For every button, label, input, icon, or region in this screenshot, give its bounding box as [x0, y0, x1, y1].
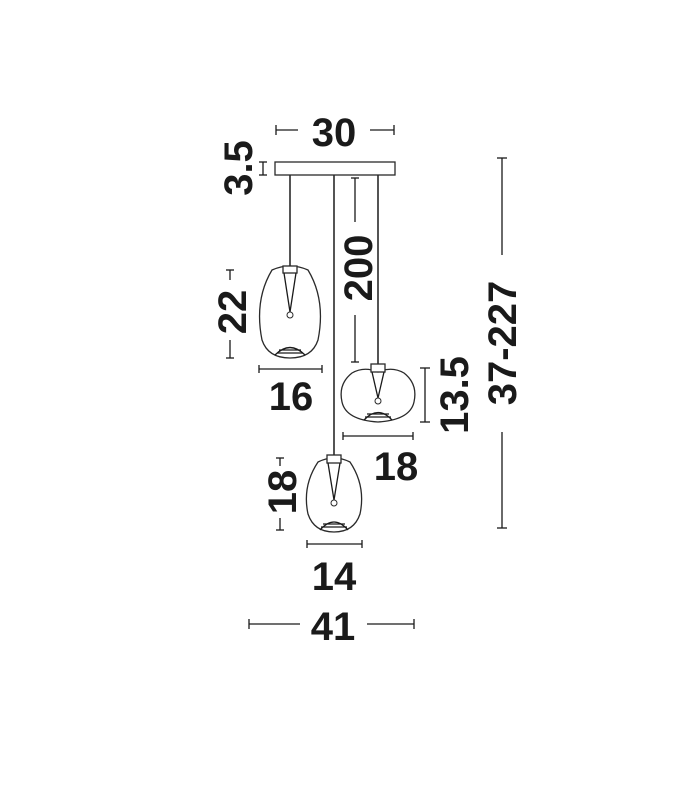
lamp-bottom-height-dimension: 18 [261, 457, 305, 531]
pendant-lamp-bottom [305, 454, 363, 533]
lamp-left-width-dimension: 16 [258, 365, 323, 419]
canopy-width-dimension: 30 [275, 111, 395, 155]
lamp-bottom-width-label: 14 [312, 555, 357, 599]
canopy-width-label: 30 [312, 111, 357, 155]
cable-length-dimension: 200 [337, 177, 381, 363]
overall-width-label: 41 [311, 605, 356, 649]
pendant-lamp-right [340, 363, 416, 423]
lamp-left-height-label: 22 [211, 290, 255, 335]
pendant-lamp-left [258, 265, 322, 359]
canopy-height-label: 3.5 [217, 140, 261, 196]
lamp-left-width-label: 16 [269, 375, 314, 419]
total-height-label: 37-227 [481, 281, 525, 406]
ceiling-canopy [274, 161, 396, 176]
lamp-right-width-dimension: 18 [342, 432, 419, 489]
lamp-right-width-label: 18 [374, 445, 419, 489]
lamp-bottom-width-dimension: 14 [306, 540, 363, 599]
lamp-bottom-height-label: 18 [261, 470, 305, 515]
canopy-height-dimension: 3.5 [217, 140, 267, 196]
cable-length-label: 200 [337, 235, 381, 302]
lamp-right-height-dimension: 13.5 [420, 356, 477, 434]
total-height-dimension: 37-227 [481, 157, 525, 529]
overall-width-dimension: 41 [248, 605, 415, 649]
lamp-right-height-label: 13.5 [433, 356, 477, 434]
lamp-left-height-dimension: 22 [211, 269, 255, 359]
